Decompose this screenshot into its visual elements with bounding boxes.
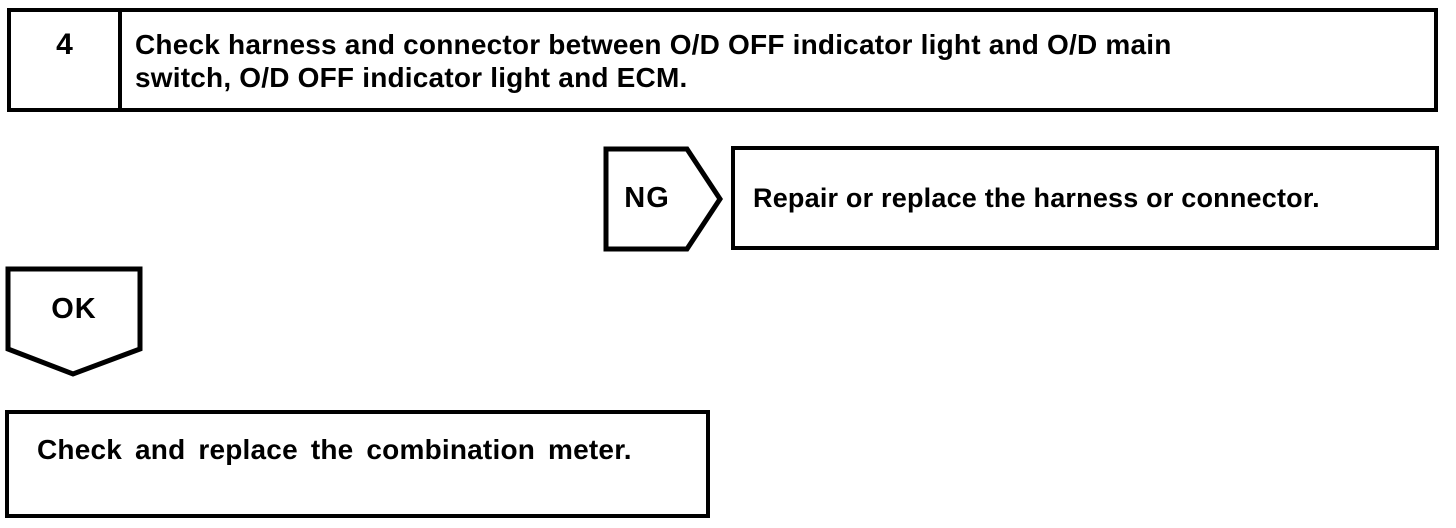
ng-connector: NG [603, 146, 723, 252]
ok-action-box: Check and replace the combination meter. [5, 410, 710, 518]
ng-label: NG [624, 181, 670, 214]
ng-action-box: Repair or replace the harness or connect… [731, 146, 1439, 250]
step-instruction: Check harness and connector between O/D … [122, 12, 1434, 108]
step-box: 4 Check harness and connector between O/… [7, 8, 1438, 112]
ng-action-text: Repair or replace the harness or connect… [753, 183, 1320, 213]
ok-connector: OK [5, 266, 143, 378]
ng-arrow-right-icon [603, 146, 723, 252]
step-number: 4 [56, 28, 73, 61]
ok-arrow-down-icon [5, 266, 143, 377]
step-instruction-line-1: Check harness and connector between O/D … [135, 29, 1172, 60]
step-instruction-line-2: switch, O/D OFF indicator light and ECM. [135, 62, 688, 93]
ok-action-text: Check and replace the combination meter. [37, 434, 632, 465]
step-number-cell: 4 [11, 12, 122, 108]
ok-label: OK [51, 292, 97, 325]
